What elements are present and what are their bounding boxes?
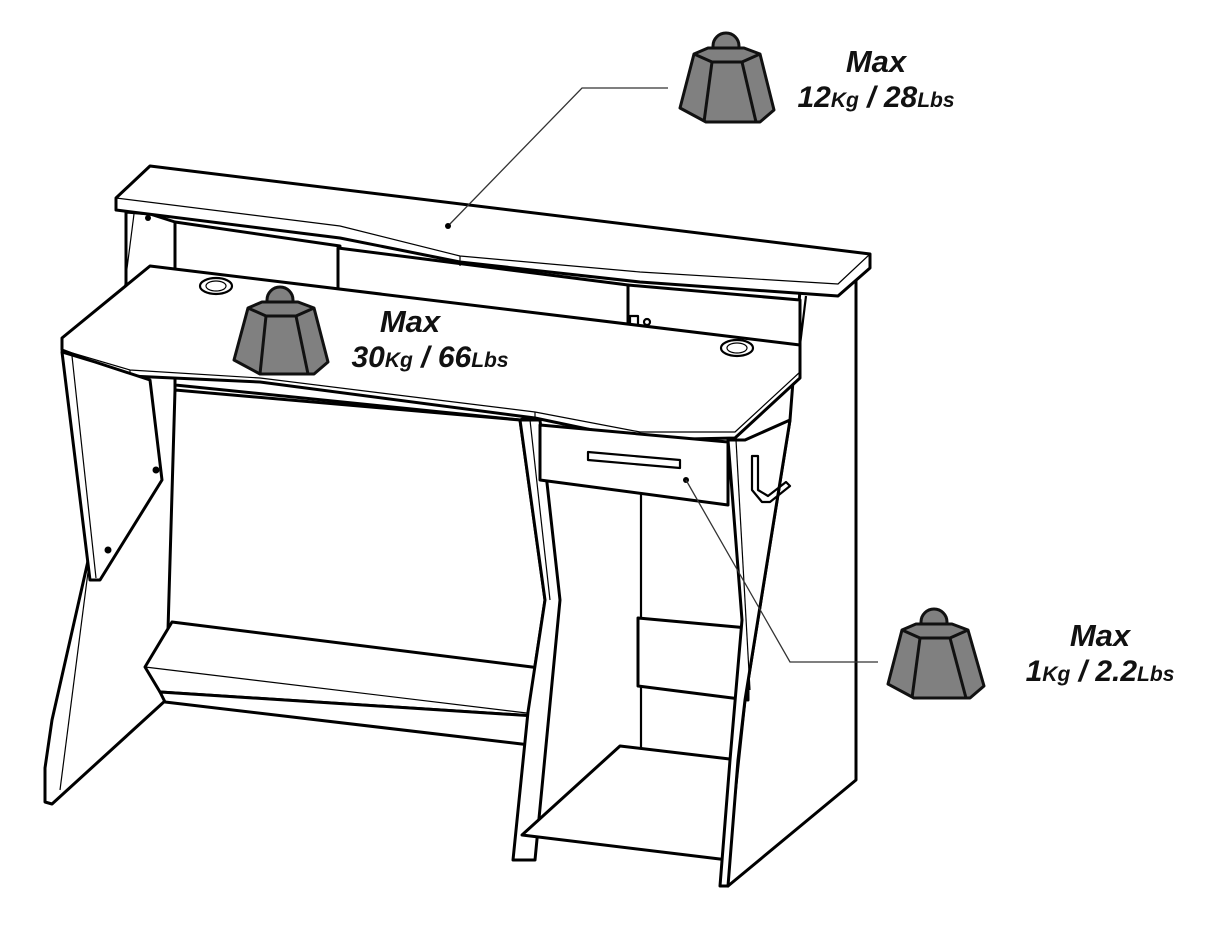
leader-lines — [445, 87, 878, 663]
cable-grommet-left — [198, 276, 234, 296]
leader-drawer — [685, 479, 878, 663]
weight-icon — [886, 607, 986, 700]
load-value: 30Kg / 66Lbs — [351, 341, 509, 374]
left-front-leg — [60, 350, 164, 582]
callout-desktop: Max 30Kg / 66Lbs — [340, 306, 520, 373]
load-value: 12Kg / 28Lbs — [797, 81, 955, 114]
weight-icon — [232, 285, 330, 376]
cable-grommet-right — [719, 338, 755, 358]
max-label: Max — [379, 304, 441, 339]
max-label: Max — [1069, 618, 1131, 653]
load-value: 1Kg / 2.2Lbs — [1025, 655, 1175, 688]
callout-drawer: Max 1Kg / 2.2Lbs — [1010, 620, 1190, 687]
weight-icon — [678, 31, 776, 124]
headphone-hook — [750, 454, 792, 504]
top-hutch-shelf — [114, 164, 872, 298]
right-cabinet — [520, 418, 792, 888]
max-label: Max — [845, 44, 907, 79]
hutch-uprights — [173, 222, 808, 346]
callout-top-shelf: Max 12Kg / 28Lbs — [786, 46, 966, 113]
drawer — [538, 423, 730, 507]
leader-top-shelf — [447, 87, 668, 227]
